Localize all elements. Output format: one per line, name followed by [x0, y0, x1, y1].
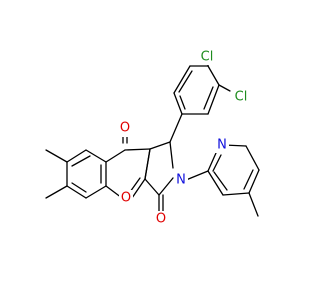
chlorine-label-upper: Cl	[201, 50, 214, 65]
methyl-bonds	[45, 149, 68, 199]
atom-labels: Cl Cl O O O N N	[118, 49, 251, 227]
oxygen-label-ketone: O	[120, 121, 130, 136]
molecule-structure-drawing: Cl Cl O O O N N	[45, 49, 260, 227]
pyrrolidinone-ring	[144, 141, 174, 196]
n-pyridyl-bond	[185, 170, 209, 181]
aryl-ch-bond	[169, 113, 183, 143]
nitrogen-label-pyridine: N	[217, 138, 227, 153]
pyridine-ring	[207, 144, 260, 196]
dichlorophenyl-ring	[173, 65, 220, 115]
oxygen-label-lactam: O	[156, 212, 166, 227]
benzo-ring	[66, 149, 107, 199]
nitrogen-label-pyrrole: N	[176, 173, 186, 188]
chlorine-label-lower: Cl	[235, 90, 248, 105]
lactam-carbonyl-bond	[158, 194, 164, 213]
oxygen-label-ring: O	[121, 191, 131, 206]
pyridine-methyl-bond	[248, 192, 259, 217]
